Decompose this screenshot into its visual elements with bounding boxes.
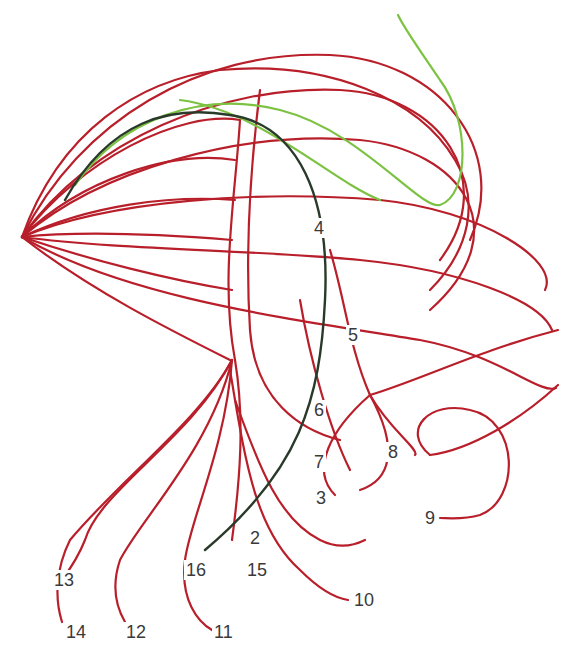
green-fibers: [75, 15, 463, 205]
callout-number: 4: [312, 218, 326, 238]
callout-number: 16: [184, 560, 208, 580]
callout-number: 6: [312, 400, 326, 420]
callout-number: 9: [423, 508, 437, 528]
callout-number: 3: [314, 488, 328, 508]
dark-fiber: [65, 112, 326, 550]
callout-number: 7: [312, 452, 326, 472]
red-fibers: [22, 55, 558, 630]
callout-number: 12: [124, 622, 148, 642]
callout-number: 8: [386, 442, 400, 462]
callout-number: 10: [352, 590, 376, 610]
callout-number: 5: [346, 325, 360, 345]
callout-number: 14: [64, 622, 88, 642]
callout-number: 2: [248, 528, 262, 548]
callout-number: 15: [245, 560, 269, 580]
callout-number: 13: [52, 570, 76, 590]
callout-number: 11: [212, 622, 235, 642]
